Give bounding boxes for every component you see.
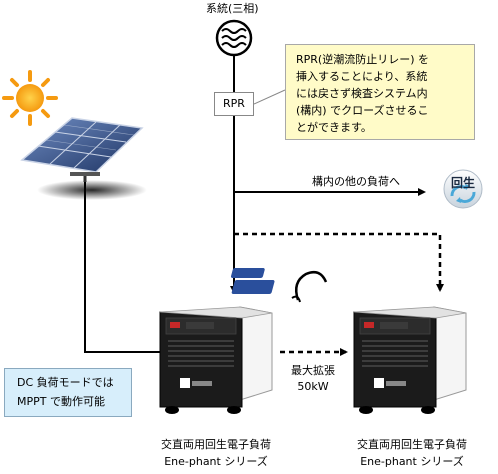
grid-label: 系統(三相) [206, 2, 259, 15]
device-2-caption: 交直両用回生電子負荷 Ene-phant シリーズ [357, 438, 467, 468]
regen-dashed-wire [234, 232, 444, 292]
device-2-illustration [353, 306, 467, 414]
ene-phant-logo-text: Ene Phant [322, 282, 381, 293]
rpr-relay-box: RPR [214, 92, 254, 116]
solar-panel-icon [20, 117, 147, 200]
device-1-caption: 交直両用回生電子負荷 Ene-phant シリーズ [161, 438, 271, 468]
ene-phant-logo [230, 268, 328, 303]
device-1-illustration [159, 306, 273, 414]
sun-icon [2, 70, 58, 126]
callout-pointer [253, 89, 286, 105]
rpr-callout: RPR(逆潮流防止リレー) を 挿入することにより、系統 には戻さず検査システム… [285, 44, 475, 140]
expansion-line1: 最大拡張 [291, 364, 335, 377]
grid-source-icon [215, 19, 253, 57]
expansion-line2: 50kW [297, 380, 329, 393]
solar-wire [84, 182, 160, 353]
regen-label: 回生 [450, 176, 475, 190]
regen-badge-icon [443, 169, 483, 209]
dc-mode-callout: DC 負荷モードでは MPPT で動作可能 [4, 368, 132, 417]
other-load-label: 構内の他の負荷へ [312, 175, 400, 188]
